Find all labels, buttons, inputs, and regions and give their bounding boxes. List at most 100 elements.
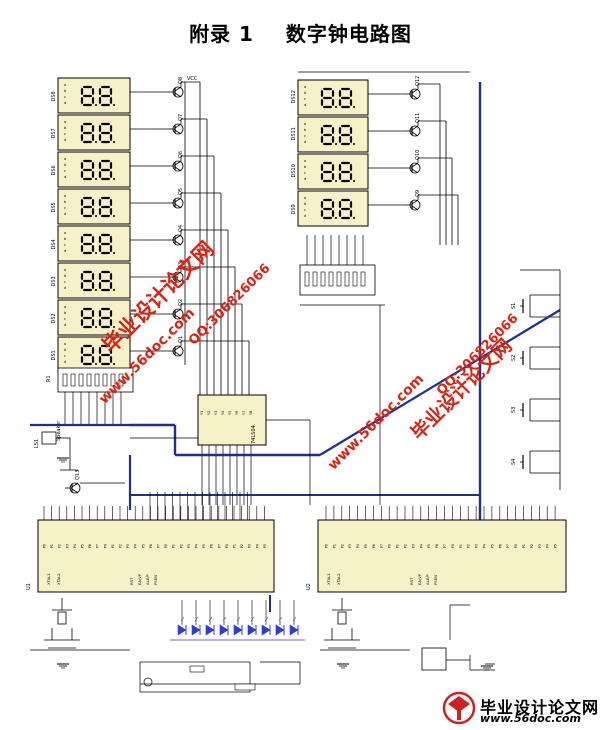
pin-label: Y1 [200,411,204,415]
pin-label: P0 [514,544,518,548]
pin-label: a [64,83,66,87]
display-body [57,188,131,225]
decimal-point [335,106,337,108]
pin-label: c [304,97,306,101]
pin-label: P0 [43,544,47,548]
pin-label: b [64,163,67,167]
display-body [57,114,131,151]
pin-label: P6 [88,544,92,548]
pushbutton-module [421,647,447,671]
push-switch: S3 [511,398,560,422]
wire [411,88,419,94]
led-triangle [275,624,285,636]
decimal-point [95,289,97,291]
transistor-designator: Q3 [178,262,184,269]
led-triangle [191,624,201,636]
pin-label: a [64,342,66,346]
push-switch: S2 [511,346,560,370]
wire [174,234,182,240]
wire [174,129,182,135]
led [219,616,229,636]
pin-label: XTAL2 [336,573,341,585]
pin-label: c [64,206,66,210]
pin-label: b [64,311,67,315]
pin-label: P7 [96,544,100,548]
mcu-u1-label: U1 [26,583,32,590]
display-body [57,299,131,336]
transistor-designator: Q4 [178,225,184,232]
pin-label: b [64,200,67,204]
pin-label: c [64,317,66,321]
pin-label: P5 [427,544,431,548]
pin-label: b [64,348,67,352]
pin-label: Y2 [207,411,211,415]
pin-label: a [64,157,66,161]
wire [236,616,241,622]
pin-label: P6 [435,544,439,548]
wire [174,240,182,246]
transistor-designator: Q7 [178,114,184,121]
pin-label: P2 [530,544,534,548]
seven-segment-digit [98,196,115,218]
led-row [177,616,299,636]
pin-label: P1 [332,544,336,548]
speaker-icon [41,431,57,445]
ground-symbol [481,665,493,671]
pin-label: b [64,126,67,130]
pin-label: P0 [451,544,455,548]
decimal-point [113,326,115,328]
pin-label: P1 [50,544,54,548]
pin-label: Y8 [249,411,253,415]
pin-label: a [64,305,66,309]
pin-label: P0 [325,544,329,548]
display-designator: DS5 [51,202,57,212]
mcu-u2 [317,519,567,593]
pin-label: P4 [356,544,360,548]
display-body [57,262,131,299]
transistor: Q3 [168,262,184,283]
decimal-point [335,143,337,145]
pin-label: P4 [255,544,259,548]
pin-label: b [304,202,307,206]
pin-label: EA/VP [137,573,142,585]
pin-label: P1 [172,544,176,548]
pin-label: d [304,140,306,144]
display-designator: DS12 [291,90,297,103]
capacitor [189,665,205,673]
pin-label: P3 [126,544,130,548]
seven-segment-digit [320,161,337,183]
pin-label: c [64,132,66,136]
pin-label: P7 [380,544,384,548]
pin-label: P3 [65,544,69,548]
led [191,616,201,636]
seven-segment-digit [98,122,115,144]
decimal-point [95,252,97,254]
seven-segment-digit [98,159,115,181]
ground-symbol [337,663,349,669]
led [247,616,257,636]
wire [264,616,269,622]
pin-label: P0 [388,544,392,548]
transistor: Q10 [405,150,421,174]
wire [71,488,79,494]
transistor-designator: Q9 [415,190,421,197]
pin-label: a [304,85,306,89]
switch-designator: S1 [511,303,517,309]
pin-label: P0 [225,544,229,548]
pin-label: XTAL2 [56,573,61,585]
led [233,616,243,636]
decimal-point [335,217,337,219]
power-circuit [139,661,251,693]
wire [174,123,182,129]
wire [411,162,419,168]
resistor [320,271,326,287]
led-triangle [289,624,299,636]
pin-label: c [64,95,66,99]
resistor [110,373,116,387]
display-designator: DS3 [51,276,57,286]
